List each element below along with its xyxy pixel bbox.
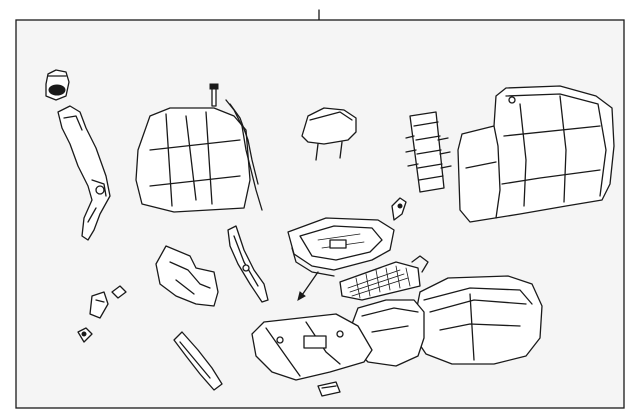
seat-cushion-cover: [413, 275, 543, 365]
seat-cushion-pan: [287, 217, 395, 277]
trim-clip: [391, 197, 407, 221]
headrest: [301, 107, 357, 161]
mounting-bracket: [317, 381, 341, 397]
seat-back-frame: [135, 83, 263, 213]
seat-back-cover: [457, 85, 615, 223]
lumbar-support-panel: [405, 111, 452, 193]
trim-clip-set: [77, 285, 127, 343]
seat-springs: [339, 255, 429, 301]
leader-arrow: [297, 271, 319, 302]
seat-belt-bracket: [57, 105, 111, 241]
seat-side-shield: [155, 245, 219, 307]
recliner-bracket: [227, 225, 269, 303]
headrest-guide-cap: [45, 69, 70, 101]
seat-track-rail: [173, 331, 223, 391]
seat-adjuster-frame: [251, 313, 373, 381]
